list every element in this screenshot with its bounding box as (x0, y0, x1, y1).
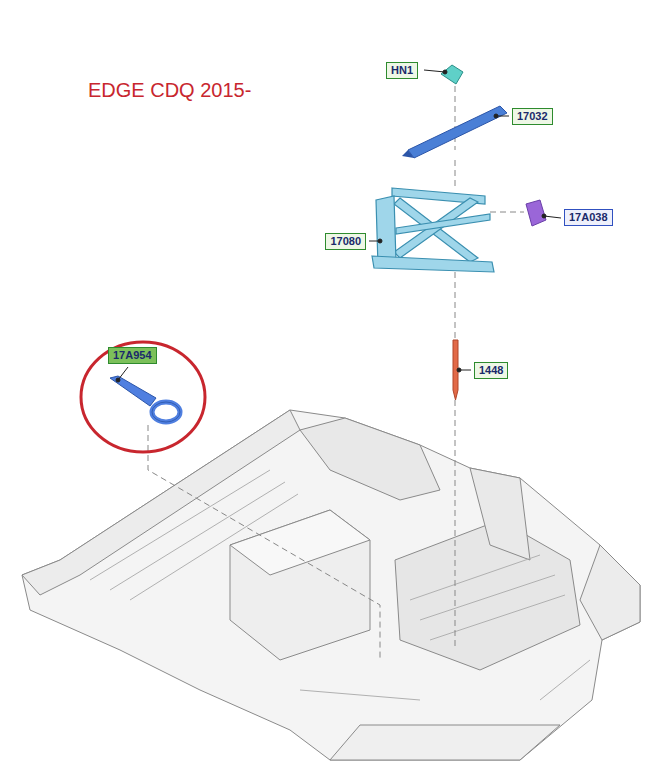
leader-dot (378, 239, 382, 243)
leader-dot (494, 114, 498, 118)
jack-side (376, 196, 396, 266)
callout-number: 1448 (474, 362, 508, 379)
rib (300, 690, 420, 700)
callout-number: HN1 (386, 62, 418, 79)
box-section (230, 510, 370, 660)
leader (424, 70, 445, 72)
tow-eye (110, 376, 180, 422)
leader-dot (443, 70, 447, 74)
guide (455, 86, 456, 150)
floor-pan (22, 410, 640, 760)
guide (148, 425, 380, 660)
leader-dot (542, 214, 546, 218)
highlight-circle (81, 342, 205, 452)
purple-part (526, 200, 546, 226)
guide (455, 400, 456, 650)
guide (490, 212, 524, 213)
jack-screw (396, 214, 490, 234)
leader-dot (116, 378, 120, 382)
floor-outline (22, 410, 640, 760)
handle-hook (402, 150, 414, 158)
rib (430, 595, 565, 640)
rib (540, 660, 590, 700)
rib (110, 482, 285, 590)
leader (544, 216, 561, 218)
dashed-guides (148, 86, 524, 660)
rib (410, 555, 540, 600)
leader-lines (116, 70, 561, 382)
tow-ring (152, 402, 180, 422)
tow-ring-edge (152, 402, 180, 422)
box-top (230, 510, 370, 575)
leader-dot (457, 368, 461, 372)
callout-number: 17080 (325, 233, 366, 250)
stiffener-ribs (90, 470, 590, 700)
jack-handle (402, 106, 507, 158)
diagram-title: EDGE CDQ 2015- (88, 79, 251, 102)
rib (420, 575, 555, 620)
spare-well (395, 520, 580, 670)
jack-base (372, 256, 494, 272)
scissor-jack (372, 188, 494, 272)
callout-number: 17A954 (108, 347, 157, 364)
clip-part (441, 65, 463, 84)
hn1-part (441, 65, 463, 84)
right-pillar (470, 468, 530, 560)
handle-bar (408, 106, 507, 158)
guide (455, 272, 456, 338)
tow-shank (110, 376, 156, 406)
adapter-part (526, 200, 546, 226)
right-rail (580, 545, 640, 640)
guide (455, 160, 456, 186)
callout-number: 17A038 (564, 209, 613, 226)
callout-number: 17032 (512, 108, 553, 125)
rear-panel (330, 725, 560, 760)
rib (130, 494, 298, 600)
center-tunnel (300, 418, 440, 500)
